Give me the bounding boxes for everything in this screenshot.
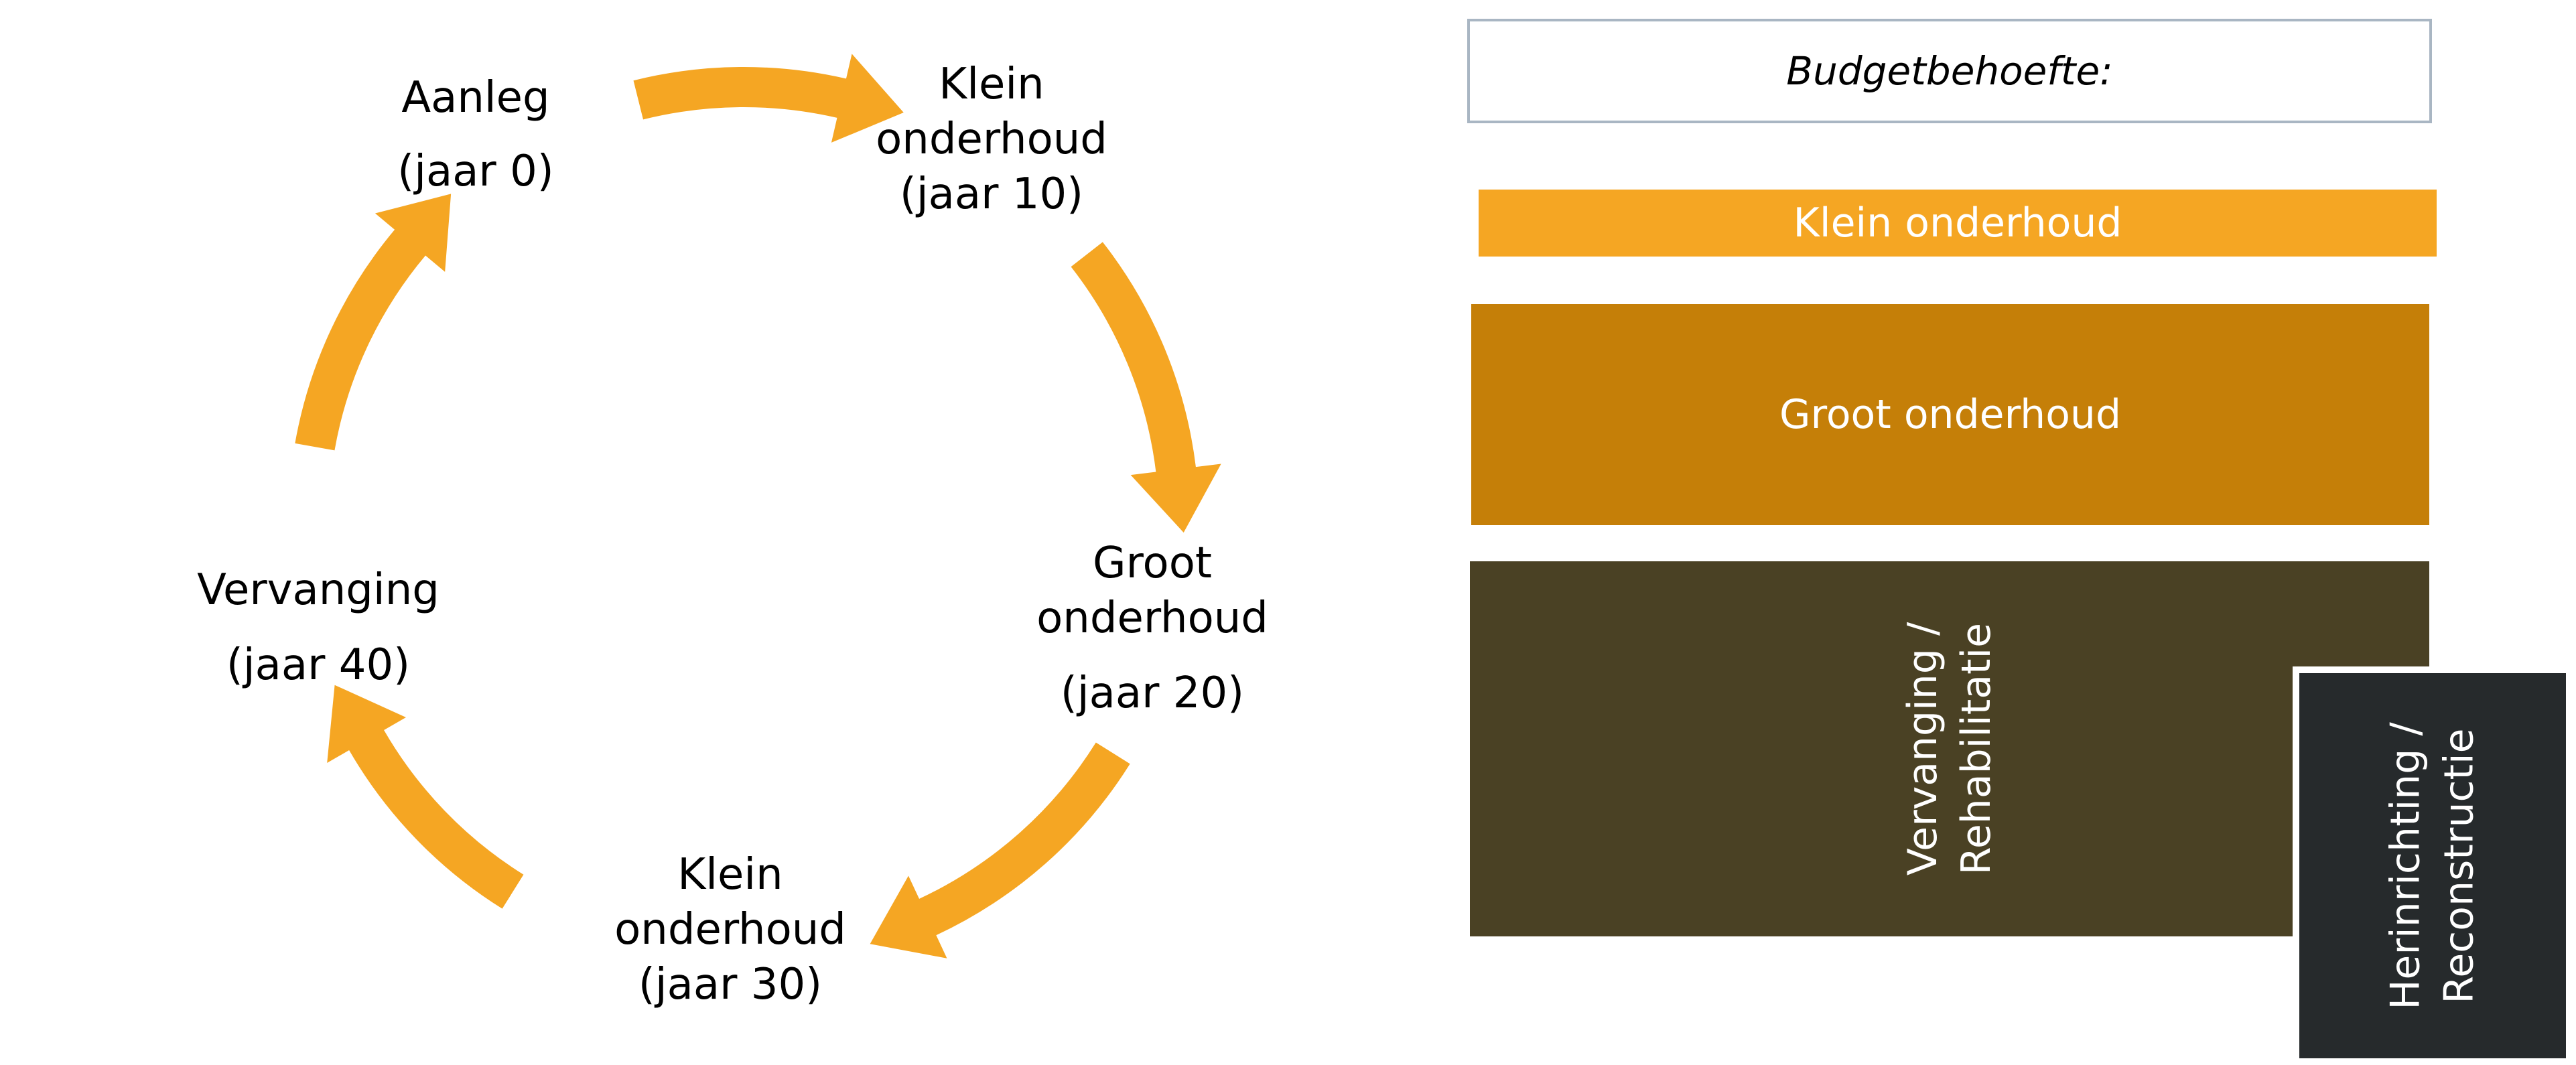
budget-bar-groot-onderhoud: Groot onderhoud [1471, 304, 2429, 525]
arrow-vervanging-40-to-aanleg [295, 194, 452, 451]
node-groot-onderhoud-year: (jaar 20) [1060, 668, 1245, 718]
budget-bar-klein-onderhoud: Klein onderhoud [1479, 190, 2437, 257]
budget-bar-herinrichting-text: Herinrichting / Reconstructie [2379, 722, 2486, 1009]
node-groot-onderhoud-20: Groot onderhoud (jaar 20) [1005, 536, 1300, 721]
budget-bar-herinrichting-label-2: Reconstructie [2436, 727, 2484, 1004]
budget-bar-vervanging: Vervanging / Rehabilitatie [1470, 561, 2429, 936]
node-klein-onderhoud-10: Klein onderhoud (jaar 10) [858, 57, 1126, 222]
node-aanleg-title: Aanleg [401, 73, 550, 123]
node-groot-onderhoud-title-1: Groot [1093, 539, 1212, 588]
node-klein-onderhoud-10-year: (jaar 10) [899, 169, 1084, 219]
node-vervanging-title: Vervanging [197, 565, 439, 615]
budget-bar-herinrichting-label-1: Herinrichting / [2382, 721, 2430, 1010]
arrow-klein-30-to-vervanging-40 [327, 685, 524, 909]
node-klein-onderhoud-30-year: (jaar 30) [638, 960, 823, 1009]
node-klein-onderhoud-30-title-2: onderhoud [614, 905, 846, 954]
budget-bar-vervanging-label-2: Rehabilitatie [1953, 622, 2000, 875]
budget-bar-groot-onderhoud-label: Groot onderhoud [1779, 391, 2122, 438]
arrow-klein-10-to-groot-20 [1071, 242, 1221, 533]
node-aanleg-year: (jaar 0) [397, 147, 554, 196]
budget-bar-vervanging-text: Vervanging / Rehabilitatie [1896, 622, 2003, 875]
budget-bar-vervanging-label-1: Vervanging / [1899, 622, 1946, 876]
node-klein-onderhoud-30: Klein onderhoud (jaar 30) [596, 847, 864, 1012]
lifecycle-cycle-diagram: Aanleg (jaar 0) Klein onderhoud (jaar 10… [174, 54, 1300, 1012]
node-vervanging-year: (jaar 40) [226, 640, 411, 690]
node-klein-onderhoud-30-title-1: Klein [677, 850, 783, 900]
node-klein-onderhoud-10-title-1: Klein [939, 60, 1044, 109]
node-groot-onderhoud-title-2: onderhoud [1036, 593, 1268, 643]
budget-bar-klein-onderhoud-label: Klein onderhoud [1793, 200, 2122, 246]
node-klein-onderhoud-10-title-2: onderhoud [876, 115, 1107, 164]
node-aanleg: Aanleg (jaar 0) [348, 70, 603, 199]
node-vervanging-40: Vervanging (jaar 40) [174, 563, 462, 693]
budget-bar-herinrichting: Herinrichting / Reconstructie [2299, 673, 2566, 1058]
budget-header: Budgetbehoefte: [1467, 19, 2432, 123]
arrow-groot-20-to-klein-30 [870, 742, 1130, 958]
budget-header-label: Budgetbehoefte: [1786, 48, 2113, 94]
cycle-arrows [295, 54, 1221, 958]
arrow-aanleg-to-klein-10 [633, 54, 904, 143]
